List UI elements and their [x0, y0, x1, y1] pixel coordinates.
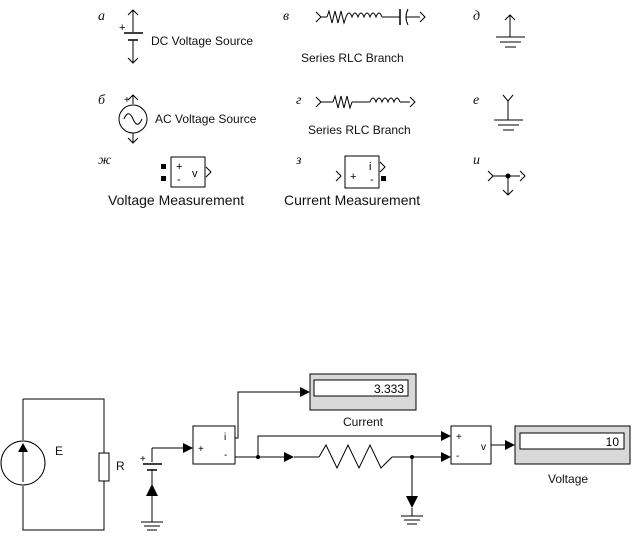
current-measurement-label: Current Measurement [284, 192, 420, 208]
lib-dc-voltage-source: а + DC Voltage Source [98, 9, 253, 64]
ground-icon-2 [494, 94, 523, 131]
cm-out: i [369, 161, 371, 173]
letter-zh: ж [98, 153, 111, 168]
tee-connector-icon [487, 170, 526, 196]
rlc-branch-label-1: Series RLC Branch [301, 51, 404, 65]
vm-out: v [192, 168, 198, 180]
rlc-branch-icon [315, 8, 426, 26]
voltage-display: 10 Voltage [514, 425, 631, 486]
cm-plus: + [350, 171, 356, 183]
model-voltage-measurement: + - v [450, 425, 492, 465]
model-vm-minus: - [456, 451, 459, 462]
circuit-schematic: E R [0, 398, 125, 531]
dc-source-label: DC Voltage Source [151, 34, 253, 48]
cm-minus: - [370, 174, 374, 186]
letter-e: е [473, 93, 479, 108]
ac-source-icon: + [118, 94, 148, 144]
lib-current-measurement: з + i - Current Measurement [284, 153, 420, 208]
model-dc-source: + [140, 448, 163, 531]
voltage-display-value: 10 [606, 435, 620, 449]
model-cm-out: i [224, 432, 226, 443]
ideal-source-symbol [0, 440, 46, 486]
model-cm-plus: + [198, 444, 204, 455]
dc-source-icon: + [119, 9, 143, 64]
lib-ground-output: д [473, 9, 525, 48]
resistor-symbol [98, 452, 110, 482]
voltage-measurement-block: + - v [161, 156, 212, 188]
vm-minus: - [177, 174, 181, 186]
svg-text:+: + [119, 22, 125, 34]
lib-ground-input: е [473, 93, 523, 131]
model-vm-plus: + [456, 432, 462, 443]
model-current-measurement: + i - [192, 425, 236, 465]
letter-v: в [283, 9, 289, 24]
vm-plus: + [176, 161, 182, 173]
simulink-model: + + i - 3.333 Current [140, 373, 631, 531]
model-resistor-symbol [318, 443, 393, 470]
letter-a: а [98, 9, 105, 24]
svg-text:+: + [124, 95, 130, 106]
ac-source-label: AC Voltage Source [155, 112, 257, 126]
current-display-value: 3.333 [374, 382, 404, 396]
lib-voltage-measurement: ж + - v Voltage Measurement [98, 153, 244, 208]
model-cm-minus: - [224, 450, 227, 461]
rl-branch-icon [315, 94, 416, 110]
ground-icon-1 [496, 14, 525, 48]
current-display: 3.333 Current [309, 373, 417, 429]
current-measurement-block: + i - [335, 155, 386, 189]
rlc-branch-label-2: Series RLC Branch [308, 123, 411, 137]
letter-d: д [473, 9, 480, 24]
model-vm-out: v [481, 442, 486, 453]
model-dc-plus: + [140, 454, 146, 465]
current-display-label: Current [343, 415, 384, 429]
lib-series-rlc-rlc: в Series RLC Branch [283, 8, 426, 65]
letter-i: и [473, 153, 480, 168]
lib-ac-voltage-source: б + AC Voltage Source [98, 93, 257, 144]
letter-z: з [295, 153, 302, 168]
letter-g: г [296, 93, 302, 108]
lib-connection-tee: и [473, 153, 526, 196]
voltage-measurement-label: Voltage Measurement [108, 192, 244, 208]
lib-series-rlc-rl: г Series RLC Branch [296, 93, 416, 137]
voltage-display-label: Voltage [548, 472, 588, 486]
resistor-label-r: R [116, 459, 125, 473]
source-label-e: E [55, 444, 63, 458]
letter-b: б [98, 93, 106, 108]
